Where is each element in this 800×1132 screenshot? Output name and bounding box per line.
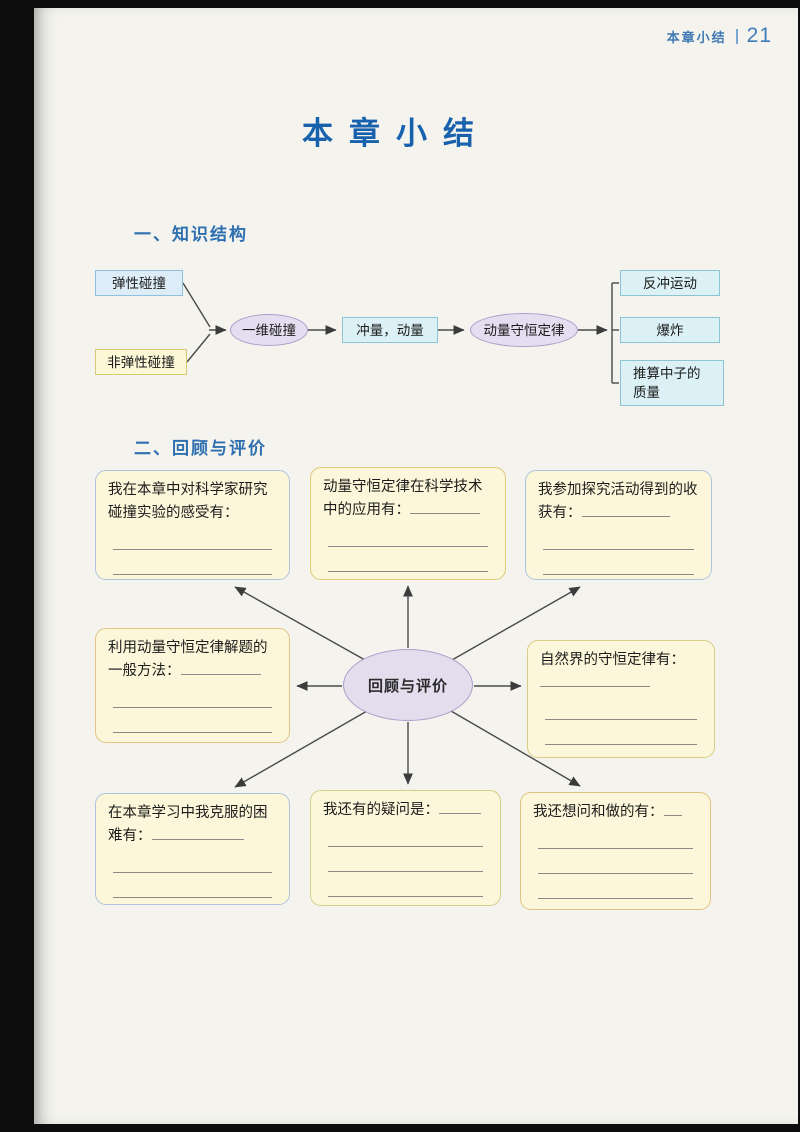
- connector-line: [182, 282, 211, 328]
- write-line: [113, 848, 272, 873]
- review-prompt: 我参加探究活动得到的收获有：: [538, 479, 699, 525]
- write-line: [543, 550, 694, 575]
- review-box-questions: 我还有的疑问是：: [310, 790, 501, 906]
- page: 本章小结 21 本章小结 一、知识结构 弹性碰撞 非弹性碰撞 一维碰撞 冲量，动…: [34, 8, 798, 1124]
- section-heading-knowledge: 一、知识结构: [134, 225, 248, 244]
- write-line-inline: [151, 827, 244, 840]
- review-prompt: 我还有的疑问是：: [323, 799, 488, 822]
- write-line: [328, 547, 488, 572]
- write-line: [113, 550, 272, 575]
- review-prompt-text: 我还有的疑问是：: [323, 802, 439, 818]
- center-node-review: 回顾与评价: [343, 649, 473, 721]
- write-line: [538, 849, 693, 874]
- write-line: [113, 525, 272, 550]
- review-prompt-text: 我在本章中对科学家研究碰撞实验的感受有：: [108, 482, 268, 521]
- review-prompt-text: 动量守恒定律在科学技术中的应用有：: [323, 479, 483, 518]
- write-line: [543, 525, 694, 550]
- write-line: [328, 847, 483, 872]
- node-impulse-momentum: 冲量，动量: [342, 317, 438, 343]
- page-header: 本章小结 21: [667, 24, 772, 48]
- review-prompt-text: 我参加探究活动得到的收获有：: [538, 482, 698, 521]
- review-box-feelings: 我在本章中对科学家研究碰撞实验的感受有：: [95, 470, 290, 580]
- write-line-inline: [439, 801, 481, 814]
- write-line: [545, 695, 697, 720]
- review-box-solving-methods: 利用动量守恒定律解题的一般方法：: [95, 628, 290, 743]
- review-prompt: 我在本章中对科学家研究碰撞实验的感受有：: [108, 479, 277, 525]
- review-prompt: 利用动量守恒定律解题的一般方法：: [108, 637, 277, 683]
- write-line: [328, 522, 488, 547]
- node-explosion: 爆炸: [620, 317, 720, 343]
- write-line: [113, 873, 272, 898]
- review-box-applications: 动量守恒定律在科学技术中的应用有：: [310, 467, 506, 580]
- section-heading-review: 二、回顾与评价: [134, 439, 267, 458]
- node-elastic-collision: 弹性碰撞: [95, 270, 183, 296]
- write-line: [538, 874, 693, 899]
- write-line: [113, 708, 272, 733]
- write-line-inline: [180, 662, 261, 675]
- connector-line: [186, 333, 211, 363]
- node-one-dimensional-collision: 一维碰撞: [230, 314, 308, 346]
- review-box-difficulties: 在本章学习中我克服的困难有：: [95, 793, 290, 905]
- review-prompt-text: 利用动量守恒定律解题的一般方法：: [108, 640, 268, 679]
- review-prompt-text: 自然界的守恒定律有：: [540, 652, 685, 668]
- review-prompt: 在本章学习中我克服的困难有：: [108, 802, 277, 848]
- node-inelastic-collision: 非弹性碰撞: [95, 349, 187, 375]
- write-line: [113, 683, 272, 708]
- review-prompt-text: 在本章学习中我克服的困难有：: [108, 805, 268, 844]
- write-line: [328, 872, 483, 897]
- header-divider: [735, 28, 738, 44]
- write-line: [328, 822, 483, 847]
- write-line: [538, 824, 693, 849]
- node-neutron-mass: 推算中子的质量: [620, 360, 724, 406]
- header-section-label: 本章小结: [666, 29, 727, 45]
- review-prompt: 自然界的守恒定律有：: [540, 649, 702, 695]
- node-recoil-motion: 反冲运动: [620, 270, 720, 296]
- review-prompt-text: 我还想问和做的有：: [533, 804, 664, 820]
- review-prompt: 我还想问和做的有：: [533, 801, 698, 824]
- review-box-todo: 我还想问和做的有：: [520, 792, 711, 910]
- write-line-inline: [581, 504, 670, 517]
- review-prompt: 动量守恒定律在科学技术中的应用有：: [323, 476, 493, 522]
- page-number: 21: [746, 24, 772, 47]
- node-momentum-conservation-law: 动量守恒定律: [470, 313, 578, 347]
- page-title: 本章小结: [302, 116, 490, 151]
- write-line-inline: [663, 803, 682, 816]
- write-line: [545, 720, 697, 745]
- write-line-inline: [540, 674, 650, 687]
- write-line-inline: [410, 501, 480, 514]
- review-box-gains: 我参加探究活动得到的收获有：: [525, 470, 712, 580]
- review-box-conservation-laws: 自然界的守恒定律有：: [527, 640, 715, 758]
